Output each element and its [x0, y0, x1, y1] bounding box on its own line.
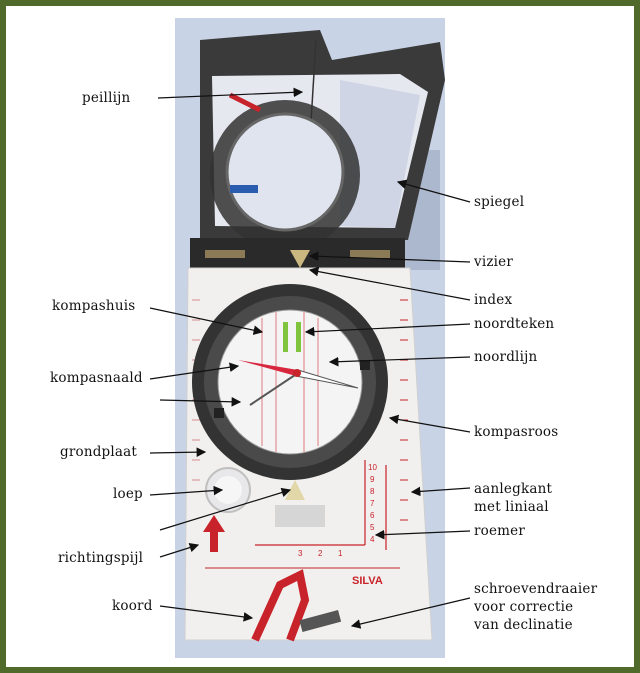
brand-logo: SILVA [352, 575, 383, 587]
compass-needle-icon [238, 360, 298, 376]
scale-number: 1 [338, 549, 343, 558]
scale-number: 4 [370, 535, 375, 544]
label-noordteken: noordteken [474, 316, 555, 332]
cord [251, 569, 310, 642]
scale-number: 6 [370, 511, 375, 520]
scale-number: 5 [370, 523, 375, 532]
scale-number: 2 [318, 549, 323, 558]
label-peillijn: peillijn [82, 90, 131, 106]
scale-number: 7 [370, 499, 375, 508]
label-grondplaat: grondplaat [60, 444, 138, 460]
scale-number: 10 [368, 463, 377, 472]
label-schroevendraaier: schroevendraaier voor correctie van decl… [474, 581, 598, 633]
scale-number: 3 [298, 549, 303, 558]
label-noordlijn: noordlijn [474, 349, 538, 365]
arrow-icon [149, 87, 471, 629]
label-aanlegkant: aanlegkant met liniaal [474, 481, 553, 515]
label-index: index [474, 292, 513, 308]
scale-number: 9 [370, 475, 375, 484]
label-roemer: roemer [474, 523, 526, 539]
roamer-numbers: 10 9 8 7 6 5 4 3 2 1 [298, 463, 377, 558]
screwdriver [299, 609, 342, 632]
roamer-scale [255, 460, 387, 550]
label-spiegel: spiegel [474, 194, 525, 210]
label-kompashuis: kompashuis [52, 298, 136, 314]
label-koord: koord [112, 598, 153, 614]
north-mark [283, 322, 288, 352]
compass-housing [192, 284, 388, 480]
label-loep: loep [113, 486, 143, 502]
label-kompasroos: kompasroos [474, 424, 559, 440]
sight-notch [290, 250, 310, 268]
scale-number: 8 [370, 487, 375, 496]
label-vizier: vizier [474, 254, 514, 270]
label-richtingspijl: richtingspijl [58, 550, 144, 566]
north-mark [296, 322, 301, 352]
direction-arrow-icon [203, 515, 225, 552]
label-kompasnaald: kompasnaald [50, 370, 143, 386]
mirror-lid [200, 30, 445, 250]
